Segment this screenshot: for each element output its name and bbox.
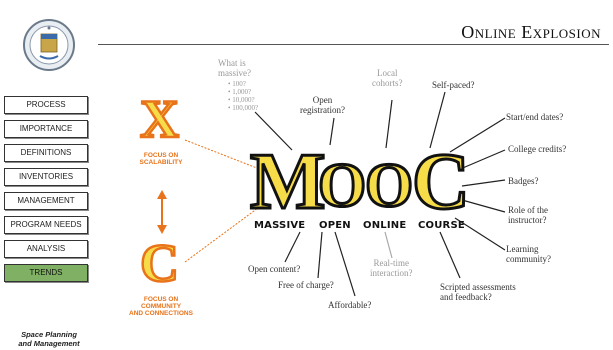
college-credits-label: College credits?: [508, 144, 567, 154]
c-caption: FOCUS ON COMMUNITY AND CONNECTIONS: [120, 296, 202, 317]
word-online: ONLINE: [363, 220, 407, 231]
massive-list: • 100? • 1,000? • 10,000? • 100,000?: [228, 80, 258, 112]
word-open: OPEN: [319, 220, 351, 231]
learning-line-2: community?: [506, 254, 551, 264]
self-paced-label: Self-paced?: [432, 80, 475, 90]
nav-item-management[interactable]: MANAGEMENT: [4, 192, 88, 210]
word-course: COURSE: [418, 220, 465, 231]
massive-list-item: • 100?: [228, 80, 246, 88]
scripted-line-2: and feedback?: [440, 292, 492, 302]
word-massive: MASSIVE: [254, 220, 306, 231]
local-cohorts-label: Local cohorts?: [372, 68, 403, 88]
section-nav: PROCESS IMPORTANCE DEFINITIONS INVENTORI…: [4, 96, 88, 288]
mooc-letter-c: C: [411, 138, 472, 226]
local-cohorts-line-2: cohorts?: [372, 78, 403, 88]
scripted-line-1: Scripted assessments: [440, 282, 516, 292]
nav-item-importance[interactable]: IMPORTANCE: [4, 120, 88, 138]
slide-title: Online Explosion: [461, 22, 601, 42]
massive-list-item: • 10,000?: [228, 96, 255, 104]
open-registration-line-2: registration?: [300, 105, 345, 115]
nav-item-trends[interactable]: TRENDS: [4, 264, 88, 282]
university-seal-logo: [23, 19, 75, 71]
nav-item-definitions[interactable]: DEFINITIONS: [4, 144, 88, 162]
open-registration-label: Open registration?: [300, 95, 345, 115]
realtime-line-1: Real-time: [373, 258, 409, 268]
learning-line-1: Learning: [506, 244, 539, 254]
role-line-2: instructor?: [508, 215, 547, 225]
massive-list-item: • 1,000?: [228, 88, 252, 96]
mooc-letter-m: M: [249, 138, 327, 226]
x-caption: FOCUS ON SCALABILITY: [128, 152, 194, 166]
start-end-dates-label: Start/end dates?: [506, 112, 564, 122]
footer-line-1: Space Planning: [21, 330, 77, 339]
c-caption-line-2: COMMUNITY: [140, 303, 182, 310]
local-cohorts-line-1: Local: [377, 68, 398, 78]
role-line-1: Role of the: [508, 205, 548, 215]
massive-list-item: • 100,000?: [228, 104, 259, 112]
massive-question: What is massive?: [218, 58, 251, 78]
nav-item-inventories[interactable]: INVENTORIES: [4, 168, 88, 186]
massive-question-line-2: massive?: [218, 68, 251, 78]
role-of-instructor-label: Role of the instructor?: [508, 205, 548, 225]
nav-item-process[interactable]: PROCESS: [4, 96, 88, 114]
x-caption-line-1: FOCUS ON: [143, 152, 179, 159]
c-caption-line-3: AND CONNECTIONS: [129, 310, 193, 317]
mooc-letter-o-open: O: [316, 152, 367, 220]
realtime-line-2: interaction?: [370, 268, 413, 278]
scripted-assessments-label: Scripted assessments and feedback?: [440, 282, 516, 302]
massive-question-line-1: What is: [218, 58, 246, 68]
x-caption-line-2: SCALABILITY: [139, 159, 183, 166]
footer-caption: Space Planning and Management: [2, 330, 96, 348]
real-time-interaction-label: Real-time interaction?: [370, 258, 412, 278]
badges-label: Badges?: [508, 176, 539, 186]
nav-item-program-needs[interactable]: PROGRAM NEEDS: [4, 216, 88, 234]
learning-community-label: Learning community?: [506, 244, 551, 264]
affordable-label: Affordable?: [328, 300, 372, 310]
title-divider: [98, 44, 609, 45]
c-caption-line-1: FOCUS ON: [143, 296, 179, 303]
nav-item-analysis[interactable]: ANALYSIS: [4, 240, 88, 258]
open-content-label: Open content?: [248, 264, 301, 274]
mooc-letter-o-online: O: [363, 152, 414, 220]
c-letter: C: [139, 233, 181, 293]
open-registration-line-1: Open: [312, 95, 333, 105]
footer-line-2: and Management: [18, 339, 80, 348]
x-letter: X: [139, 89, 181, 149]
free-of-charge-label: Free of charge?: [278, 280, 334, 290]
